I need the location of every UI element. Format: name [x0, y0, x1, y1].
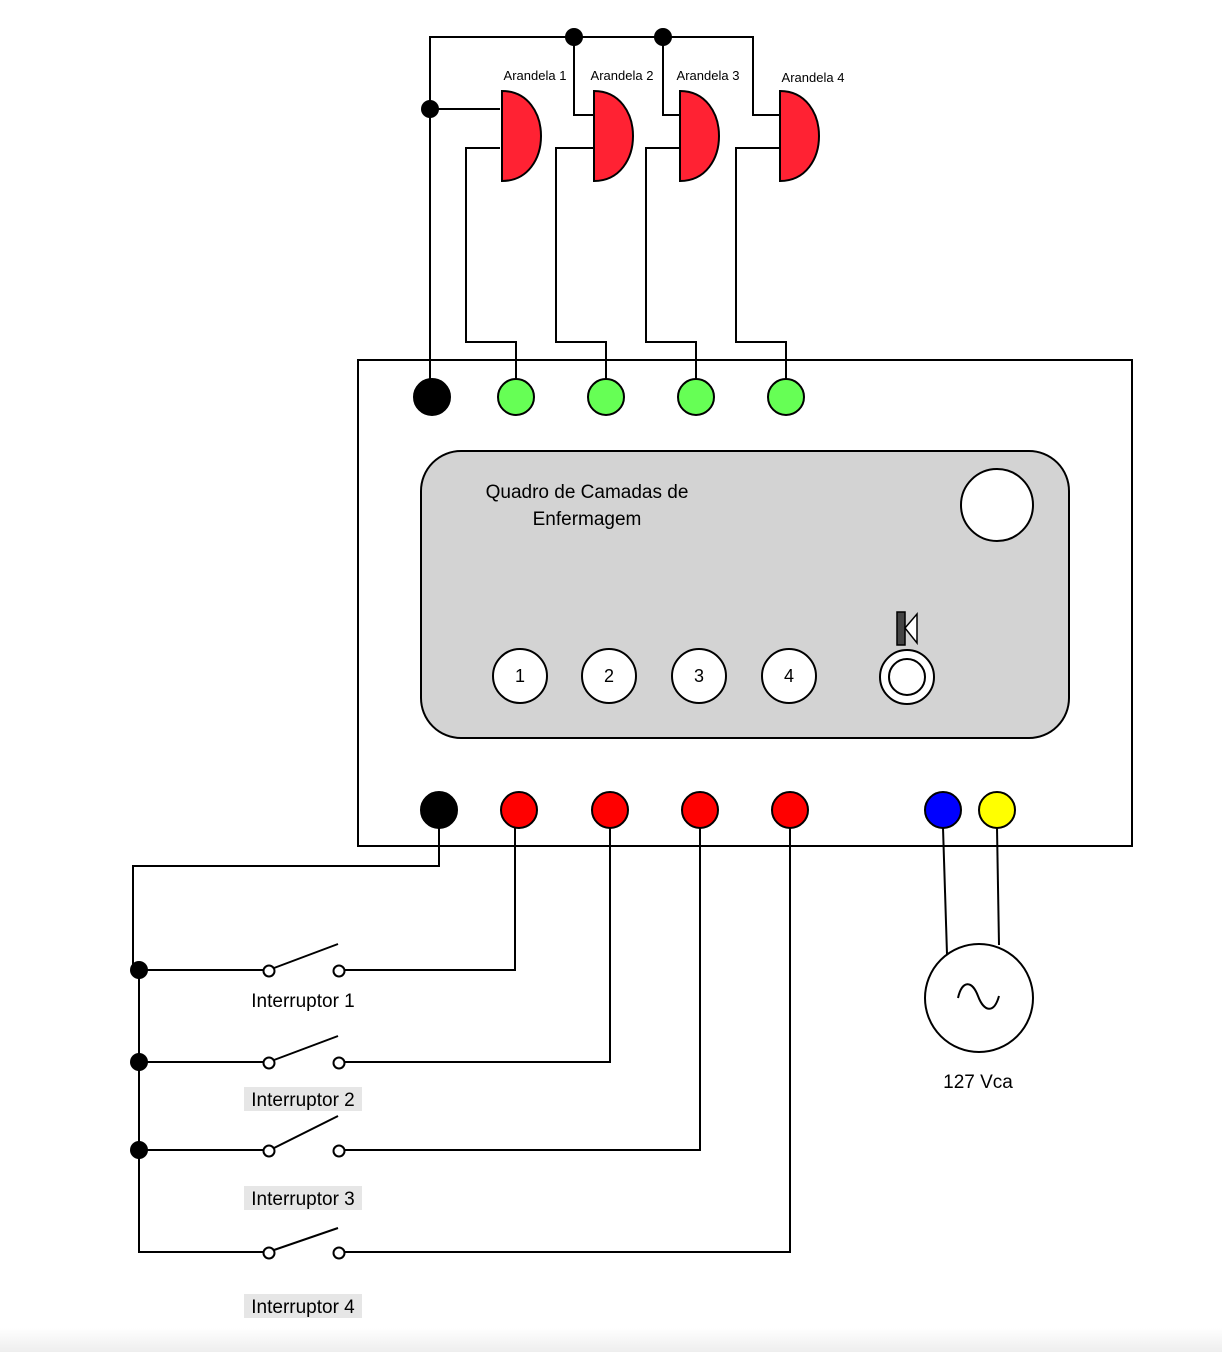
lamp-4: Arandela 4	[779, 70, 845, 183]
panel-title-line1: Quadro de Camadas de	[486, 482, 689, 503]
switch-2-contact-b	[332, 1056, 346, 1070]
lamp-2-label: Arandela 2	[591, 68, 654, 83]
terminal-switch-1	[500, 791, 538, 829]
junction-dot	[565, 28, 583, 46]
terminal-lamp-3	[677, 378, 715, 416]
lamp-3-shape	[679, 89, 720, 183]
switch-1-contact-a	[262, 964, 276, 978]
switch-3-contact-b	[332, 1144, 346, 1158]
switch-2[interactable]: Interruptor 2	[244, 1035, 362, 1111]
switch-3[interactable]: Interruptor 3	[244, 1115, 362, 1210]
switch-2-contact-a	[262, 1056, 276, 1070]
switch-2-label: Interruptor 2	[251, 1090, 355, 1111]
buzzer-button[interactable]	[879, 649, 935, 705]
sine-wave-icon	[957, 983, 1000, 1010]
junction-dot	[130, 1053, 148, 1071]
lamp-3-label: Arandela 3	[677, 68, 740, 83]
switch-3-lever[interactable]	[273, 1115, 339, 1149]
terminal-lamp-1	[497, 378, 535, 416]
panel-button-3-label: 3	[694, 666, 704, 686]
lamp-1-label: Arandela 1	[504, 68, 567, 83]
lamp-1: Arandela 1	[501, 68, 567, 183]
panel-button-2-circle[interactable]	[581, 648, 637, 704]
switch-4-contact-a	[262, 1246, 276, 1260]
terminal-switch-3	[681, 791, 719, 829]
switch-1-label: Interruptor 1	[251, 991, 355, 1012]
switch-2-label-bg	[244, 1087, 362, 1111]
junction-dot	[130, 961, 148, 979]
switch-4[interactable]: Interruptor 4	[244, 1227, 362, 1318]
panel-button-2-label: 2	[604, 666, 614, 686]
panel-button-1-label: 1	[515, 666, 525, 686]
switch-1-lever[interactable]	[273, 943, 339, 969]
panel-button-1[interactable]: 1	[492, 648, 548, 704]
switch-4-contact-b	[332, 1246, 346, 1260]
buzzer-button-inner[interactable]	[888, 658, 926, 696]
switch-1[interactable]: Interruptor 1	[251, 943, 355, 1012]
panel-button-2[interactable]: 2	[581, 648, 637, 704]
terminal-lamp-2	[587, 378, 625, 416]
lamp-wiring	[429, 36, 787, 397]
junction-dot	[130, 1141, 148, 1159]
panel-title-line2: Enfermagem	[533, 509, 642, 530]
panel-indicator-light	[960, 468, 1034, 542]
ac-source-label: 127 Vca	[943, 1072, 1013, 1093]
terminal-lamp-4	[767, 378, 805, 416]
switch-3-label-bg	[244, 1186, 362, 1210]
switch-4-label-bg	[244, 1294, 362, 1318]
speaker-icon	[896, 611, 918, 646]
terminal-common-top	[413, 378, 451, 416]
lamp-1-shape	[501, 89, 542, 183]
terminal-switch-4	[771, 791, 809, 829]
panel-button-4-circle[interactable]	[761, 648, 817, 704]
terminal-common-bottom	[420, 791, 458, 829]
ac-source: 127 Vca	[924, 827, 1034, 1093]
lamp-3: Arandela 3	[677, 68, 740, 183]
junction-dot	[421, 100, 439, 118]
panel-button-3-circle[interactable]	[671, 648, 727, 704]
terminal-switch-2	[591, 791, 629, 829]
lamp-2: Arandela 2	[591, 68, 654, 183]
lamp-2-shape	[593, 89, 634, 183]
panel-button-3[interactable]: 3	[671, 648, 727, 704]
panel-button-4-label: 4	[784, 666, 794, 686]
switch-3-label: Interruptor 3	[251, 1189, 355, 1210]
terminal-phase	[978, 791, 1016, 829]
terminal-neutral	[924, 791, 962, 829]
switch-1-contact-b	[332, 964, 346, 978]
panel-button-4[interactable]: 4	[761, 648, 817, 704]
switch-wiring	[132, 828, 791, 1253]
switch-4-label: Interruptor 4	[251, 1297, 355, 1318]
panel-button-1-circle[interactable]	[492, 648, 548, 704]
switch-3-contact-a	[262, 1144, 276, 1158]
switch-4-lever[interactable]	[273, 1227, 339, 1251]
window-bottom-edge	[0, 1328, 1222, 1352]
lamp-4-shape	[779, 89, 820, 183]
lamp-4-label: Arandela 4	[782, 70, 845, 85]
junction-dot	[654, 28, 672, 46]
switch-2-lever[interactable]	[273, 1035, 339, 1061]
